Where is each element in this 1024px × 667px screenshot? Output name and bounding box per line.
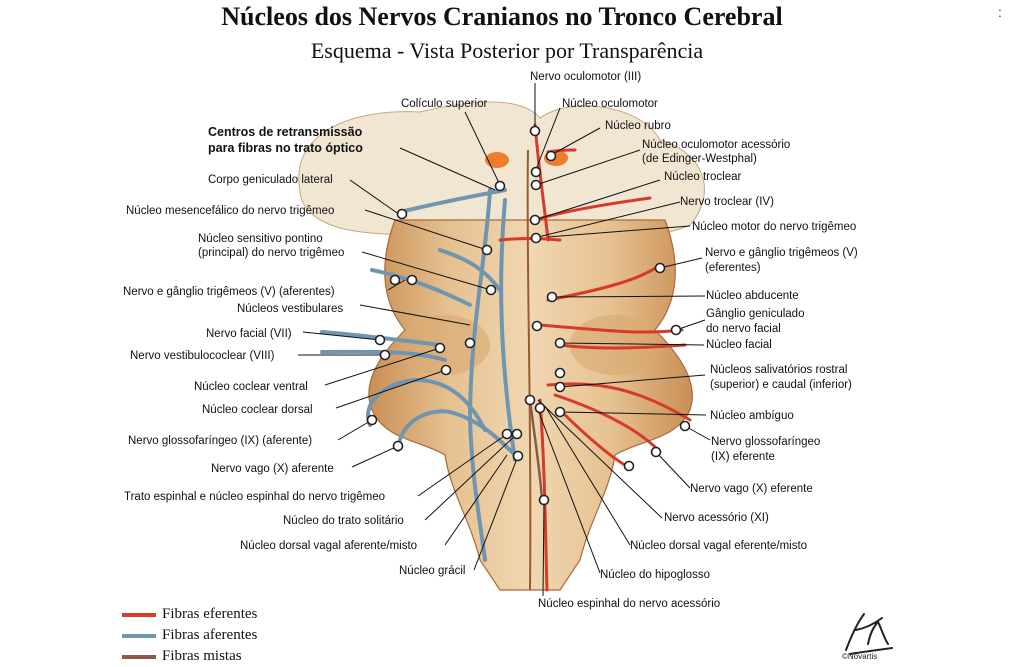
label-vago-eferente: Nervo vago (X) eferente: [690, 483, 813, 495]
label-acessorio-xi: Nervo acessório (XI): [664, 512, 769, 524]
legend: Fibras eferentes Fibras aferentes Fibras…: [122, 604, 257, 667]
red-nucleus-left: [485, 152, 509, 168]
label-centros-2: para fibras no trato óptico: [208, 141, 363, 155]
label-vago-aferente: Nervo vago (X) aferente: [211, 463, 334, 475]
label-coliculo: Colículo superior: [401, 98, 487, 110]
netter-signature: [845, 613, 893, 655]
label-gracil: Núcleo grácil: [399, 565, 465, 577]
label-dorsal-vagal-eferente: Núcleo dorsal vagal eferente/misto: [630, 540, 807, 552]
label-salivatorios-1: Núcleos salivatórios rostral: [710, 364, 847, 376]
nucleus-markers: [366, 125, 691, 506]
label-coclear-dorsal: Núcleo coclear dorsal: [202, 404, 313, 416]
label-rubro: Núcleo rubro: [605, 120, 671, 132]
legend-swatch-mixed: [122, 654, 156, 659]
label-oculomotor-nervo: Nervo oculomotor (III): [530, 71, 641, 83]
label-salivatorios-2: (superior) e caudal (inferior): [710, 379, 852, 391]
leader-lines-right: [534, 83, 711, 597]
label-trato-espinhal: Trato espinhal e núcleo espinhal do nerv…: [124, 491, 385, 503]
legend-label-afferent: Fibras aferentes: [162, 627, 258, 643]
label-dorsal-vagal-aferente: Núcleo dorsal vagal aferente/misto: [240, 540, 417, 552]
right-peduncle: [570, 315, 660, 375]
label-facial: Nervo facial (VII): [206, 328, 292, 340]
label-ganglio-1: Gânglio geniculado: [706, 308, 804, 320]
leader-lines-left: [298, 111, 519, 571]
label-vestibulares: Núcleos vestibulares: [237, 303, 343, 315]
label-troclear-nucleo: Núcleo troclear: [664, 171, 742, 183]
label-motor-trigemeo: Núcleo motor do nervo trigêmeo: [692, 221, 856, 233]
label-vestibulococlear: Nervo vestibulococlear (VIII): [130, 350, 275, 362]
legend-label-mixed: Fibras mistas: [162, 648, 242, 664]
label-sensitivo-1: Núcleo sensitivo pontino: [198, 233, 323, 245]
legend-item-mixed: Fibras mistas: [122, 646, 257, 667]
label-espinhal-acessorio: Núcleo espinhal do nervo acessório: [538, 598, 720, 610]
label-glosso-aferente: Nervo glossofaríngeo (IX) (aferente): [128, 435, 312, 447]
label-troclear-nervo: Nervo troclear (IV): [680, 196, 774, 208]
label-coclear-ventral: Núcleo coclear ventral: [194, 381, 308, 393]
legend-item-afferent: Fibras aferentes: [122, 625, 257, 646]
label-oculomotor-nucleo: Núcleo oculomotor: [562, 98, 658, 110]
label-centros-1: Centros de retransmissão: [208, 125, 363, 139]
midline-groove: [526, 149, 532, 591]
label-glosso-ef-1: Nervo glossofaríngeo: [711, 436, 820, 448]
legend-item-efferent: Fibras eferentes: [122, 604, 257, 625]
label-nucleo-facial: Núcleo facial: [706, 339, 772, 351]
page-title: Núcleos dos Nervos Cranianos no Tronco C…: [221, 2, 783, 31]
label-glosso-ef-2: (IX) eferente: [711, 451, 775, 463]
label-hipoglosso: Núcleo do hipoglosso: [600, 569, 710, 581]
label-ganglio-2: do nervo facial: [706, 323, 781, 335]
page-subtitle: Esquema - Vista Posterior por Transparên…: [310, 38, 704, 63]
labels-right: Nervo oculomotor (III) Núcleo oculomotor…: [530, 71, 858, 610]
label-abducente: Núcleo abducente: [706, 290, 799, 302]
label-ambiguo: Núcleo ambíguo: [710, 410, 794, 422]
label-trigemeo-ef-2: (eferentes): [705, 262, 761, 274]
label-trato-solitario: Núcleo do trato solitário: [283, 515, 404, 527]
label-mesencefalico: Núcleo mesencefálico do nervo trigêmeo: [126, 205, 334, 217]
mixed-fibers: [528, 398, 544, 502]
label-acessorio-2: (de Edinger-Westphal): [642, 153, 757, 165]
label-sensitivo-2: (principal) do nervo trigêmeo: [198, 247, 344, 259]
legend-swatch-efferent: [122, 612, 156, 617]
legend-swatch-afferent: [122, 633, 156, 638]
label-acessorio-1: Núcleo oculomotor acessório: [642, 139, 790, 151]
stray-mark: :: [998, 4, 1002, 20]
label-trigemeo-aferente: Nervo e gânglio trigêmeos (V) (aferentes…: [123, 286, 335, 298]
label-trigemeo-ef-1: Nervo e gânglio trigêmeos (V): [705, 247, 858, 259]
left-peduncle: [400, 315, 490, 375]
labels-left: Colículo superior Centros de retransmiss…: [123, 98, 487, 577]
copyright-credit: ©Novartis: [842, 652, 878, 661]
label-corpo-geniculado: Corpo geniculado lateral: [208, 174, 333, 186]
legend-label-efferent: Fibras eferentes: [162, 606, 258, 622]
